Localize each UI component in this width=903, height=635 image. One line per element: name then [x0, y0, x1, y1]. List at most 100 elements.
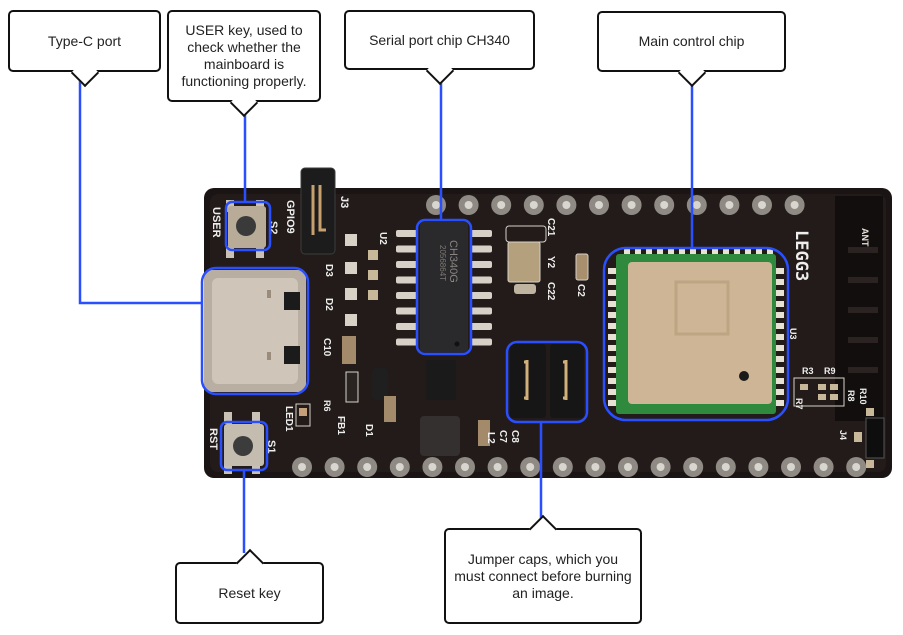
ch340-marking: CH340G — [447, 240, 459, 283]
label-c10: C10 — [321, 338, 332, 357]
header-pin-hole — [660, 201, 669, 209]
header-pin-hole — [721, 463, 730, 471]
module-pin — [608, 378, 616, 384]
connector-j4 — [854, 408, 885, 468]
ch340-pin — [470, 307, 492, 315]
ch340-pin — [470, 230, 492, 237]
callout-text: Main control chip — [638, 33, 745, 49]
label-d2: D2 — [323, 298, 334, 311]
label-u3: U3 — [788, 328, 798, 340]
header-pin-hole — [624, 463, 632, 471]
header-pin-hole — [395, 463, 404, 471]
header-pin-hole — [529, 201, 538, 209]
header-pin-hole — [497, 201, 506, 209]
leader-type-c — [78, 78, 202, 305]
main-module — [616, 254, 776, 414]
header-pin-hole — [591, 463, 600, 471]
ch340-pin — [470, 338, 492, 346]
header-pin-hole — [595, 201, 603, 209]
module-pin — [776, 301, 784, 307]
ch340-pin — [470, 276, 492, 284]
module-pin — [646, 248, 652, 256]
module-pin — [668, 248, 674, 256]
callout-type-c-port: Type-C port — [8, 10, 161, 72]
highlight-user-key — [224, 200, 272, 252]
jumper-caps — [510, 344, 584, 418]
callout-text: USER key, used to check whether the main… — [181, 22, 307, 89]
ch340-pin — [396, 307, 418, 315]
module-pin — [776, 279, 784, 285]
label-r8: R8 — [846, 390, 856, 402]
lower-components — [295, 336, 490, 456]
header-pin-hole — [790, 201, 799, 209]
module-pin — [767, 248, 773, 256]
module-pin — [756, 248, 762, 256]
module-pin — [712, 248, 718, 256]
callout-text: Type-C port — [47, 32, 122, 49]
label-c2: C2 — [575, 284, 586, 297]
label-c22: C22 — [545, 282, 556, 301]
header-pin-hole — [526, 463, 535, 471]
header-pin-hole — [558, 463, 567, 471]
highlight-ch340 — [415, 218, 473, 356]
ch340-pin — [396, 261, 418, 268]
callout-text: Jumper caps, which you must connect befo… — [454, 550, 632, 601]
module-pin — [690, 248, 696, 256]
label-r9: R9 — [824, 366, 836, 376]
ch340-pin — [470, 261, 492, 268]
module-pin — [776, 367, 784, 373]
module-pin — [776, 290, 784, 296]
header-pin-hole — [819, 463, 828, 471]
label-j4: J4 — [838, 430, 848, 440]
header-pin-hole — [330, 463, 339, 471]
header-pin-hole — [758, 201, 766, 209]
callout-text: Reset key — [218, 584, 281, 601]
resistor-block — [793, 377, 845, 407]
header-pin-hole — [428, 463, 437, 471]
header-pin-hole — [461, 463, 469, 471]
module-pin — [608, 301, 616, 307]
module-pin — [608, 356, 616, 362]
label-u2: U2 — [377, 232, 388, 245]
highlight-main-chip — [602, 246, 790, 422]
module-pin — [776, 312, 784, 318]
type-c-connector — [204, 270, 306, 392]
module-pin — [608, 389, 616, 395]
module-pin — [723, 248, 729, 256]
label-l2: L2 — [485, 432, 496, 444]
diodes — [345, 234, 378, 326]
label-d1: D1 — [363, 424, 374, 437]
label-r7: R7 — [794, 398, 804, 410]
header-pin-hole — [298, 463, 306, 471]
bottom-header-pins — [292, 457, 867, 477]
header-pin-hole — [689, 463, 698, 471]
highlight-type-c — [200, 266, 310, 396]
callout-reset-key: Reset key — [175, 562, 324, 624]
module-pin — [776, 378, 784, 384]
module-pin — [776, 345, 784, 351]
ch340-pin — [396, 338, 418, 346]
header-pin-hole — [627, 201, 636, 209]
module-pin — [608, 367, 616, 373]
label-led1: LED1 — [283, 406, 294, 432]
label-c21: C21 — [545, 218, 556, 237]
module-pin — [635, 248, 641, 256]
label-brand: LEGG3 — [791, 230, 811, 281]
ch340-pins — [396, 230, 492, 346]
capacitor-c2 — [575, 253, 589, 281]
antenna-area: ANT — [835, 196, 883, 421]
callout-serial-chip: Serial port chip CH340 — [344, 10, 535, 70]
reset-button — [224, 412, 264, 474]
label-gpio9: GPIO9 — [284, 200, 296, 234]
module-pin — [776, 334, 784, 340]
module-pin — [776, 268, 784, 274]
module-pin — [776, 400, 784, 406]
label-r6: R6 — [322, 400, 332, 412]
ch340-pin — [396, 230, 418, 237]
callout-jumper-caps: Jumper caps, which you must connect befo… — [444, 528, 642, 624]
module-pin — [608, 268, 616, 274]
ch340-code: 2056864T — [438, 245, 447, 281]
label-fb1: FB1 — [335, 416, 346, 435]
